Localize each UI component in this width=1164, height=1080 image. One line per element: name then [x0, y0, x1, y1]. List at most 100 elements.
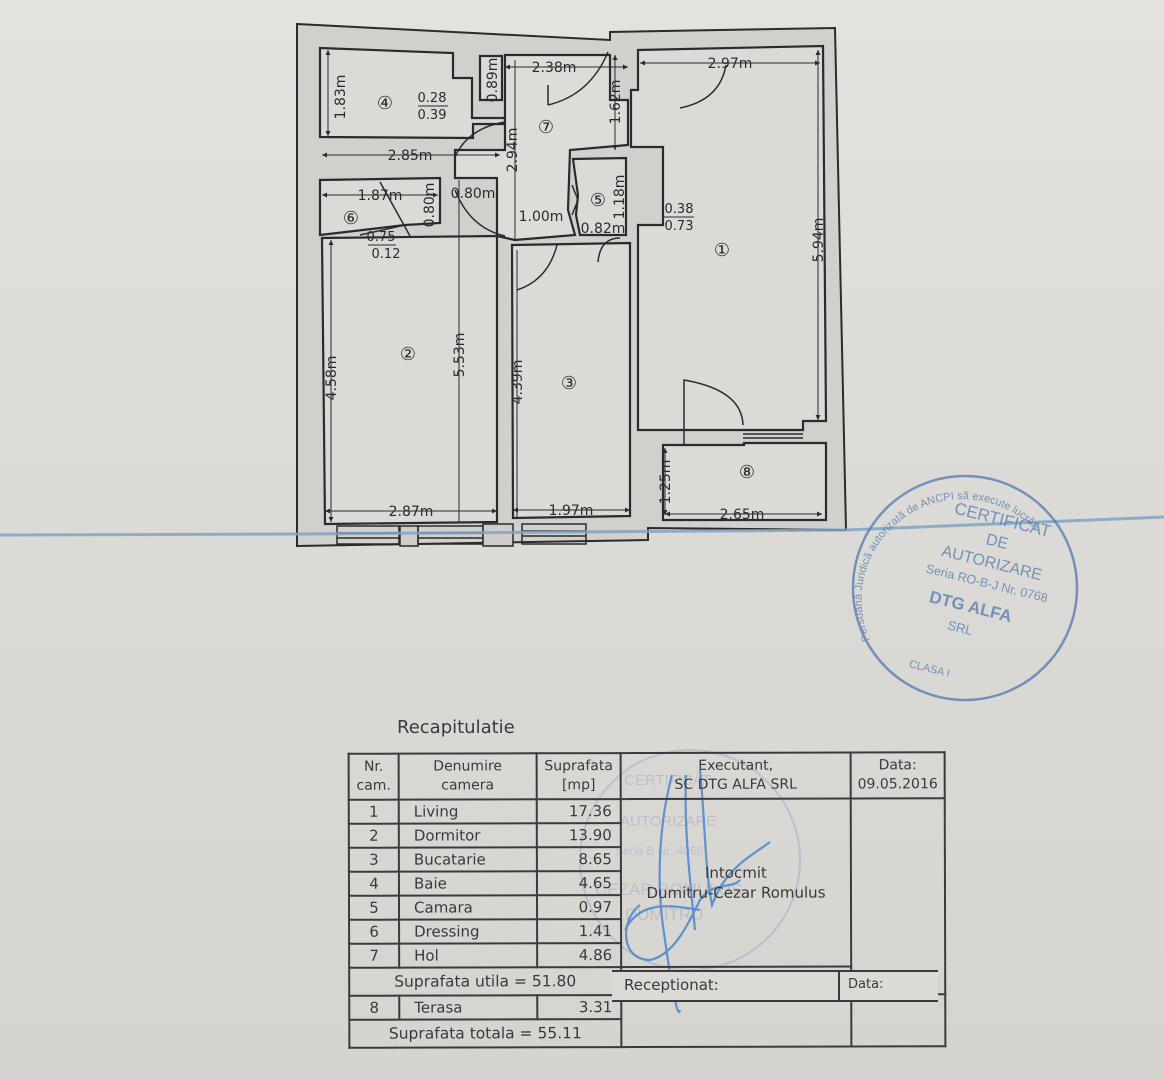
- dim-r4-height: 1.83m: [333, 75, 349, 120]
- header-nr-line1: Nr.: [363, 758, 384, 775]
- room-floors: [318, 44, 828, 526]
- recap-title: Recapitulatie: [397, 717, 515, 738]
- header-area-line2: [mp]: [561, 777, 596, 794]
- row-nr: 8: [349, 995, 400, 1020]
- room-5-camara: [571, 156, 628, 237]
- received-date-label: Data:: [848, 977, 884, 992]
- row-name: Bucatarie: [398, 847, 537, 872]
- dim-r1-width: 2.97m: [708, 56, 753, 72]
- recap-table: Nr. cam. Denumire camera Suprafata [mp] …: [348, 751, 947, 1049]
- prepared-by-cell: Intocmit Dumitru-Cezar Romulus: [620, 798, 852, 968]
- dim-r4-duct-top: 0.28: [418, 91, 447, 106]
- usable-area-total: Suprafata utila = 51.80: [349, 967, 622, 996]
- received-divider: [838, 970, 840, 1000]
- row-name: Camara: [398, 895, 538, 920]
- header-executant: Executant, SC DTG ALFA SRL: [620, 752, 851, 800]
- row-nr: 1: [348, 799, 399, 824]
- dim-r1-height: 5.94m: [811, 218, 827, 263]
- dim-r4-width: 2.85m: [388, 148, 433, 164]
- svg-text:AUTORIZARE: AUTORIZARE: [620, 813, 716, 830]
- received-date-empty-cell: [851, 994, 946, 1047]
- row-area: 17.36: [536, 799, 621, 824]
- date-empty-cell: [850, 798, 946, 995]
- row-nr: 2: [348, 823, 399, 848]
- header-date-line1: Data:: [878, 757, 917, 774]
- row-name: Dressing: [399, 919, 538, 944]
- room-marker-4: ④: [377, 93, 393, 114]
- dim-r6-door: 0.80m: [451, 186, 496, 202]
- row-name: Living: [398, 799, 537, 824]
- dim-r6-duct-bot: 0.12: [372, 247, 401, 262]
- header-name-line2: camera: [441, 777, 495, 794]
- dim-r3-width: 1.97m: [549, 503, 594, 519]
- row-name: Terasa: [399, 995, 538, 1020]
- dim-r2-height-left: 4.58m: [324, 356, 340, 401]
- dim-r8-width: 2.65m: [720, 507, 765, 523]
- dim-r2-width: 2.87m: [389, 504, 434, 520]
- stamp-line2: DE: [984, 531, 1010, 553]
- received-row: Receptionat: Data:: [612, 970, 938, 1002]
- dim-r5-h: 1.18m: [612, 175, 628, 220]
- doors: [359, 51, 803, 445]
- table-row: 1 Living 17.36 Intocmit Dumitru-Cezar Ro…: [348, 798, 946, 995]
- header-date-value: 09.05.2016: [857, 776, 938, 793]
- dim-r1-duct-top: 0.38: [665, 202, 694, 217]
- dim-r8-height: 1.25m: [658, 460, 674, 505]
- dim-r6-duct-top: 0.75: [367, 230, 396, 245]
- row-nr: 3: [348, 847, 399, 872]
- row-area: 0.97: [536, 895, 622, 920]
- room-6-dressing: [318, 176, 442, 237]
- room-3-bucatarie: [510, 241, 632, 520]
- total-area: Suprafata totala = 55.11: [349, 1019, 622, 1048]
- header-date: Data: 09.05.2016: [850, 752, 945, 799]
- room-markers: ① ② ③ ④ ⑤ ⑥ ⑦ ⑧: [343, 93, 755, 483]
- dim-r4-duct-bot: 0.39: [418, 108, 447, 123]
- header-name-line1: Denumire: [433, 758, 503, 775]
- header-exec-line1: Executant,: [698, 757, 774, 774]
- stamp-bottom: CLASA I: [908, 658, 951, 680]
- row-nr: 4: [348, 871, 399, 896]
- svg-text:CERTIFICAT: CERTIFICAT: [624, 772, 711, 789]
- room-marker-3: ③: [561, 373, 577, 394]
- row-nr: 6: [349, 919, 400, 944]
- duct-r4: [478, 54, 504, 102]
- svg-text:Seria B Nr. 4068: Seria B Nr. 4068: [615, 844, 703, 858]
- room-marker-6: ⑥: [343, 208, 359, 229]
- row-nr: 7: [349, 943, 400, 968]
- room-8-terasa: [661, 441, 828, 522]
- room-2-dormitor: [320, 234, 499, 526]
- row-name: Baie: [398, 871, 537, 896]
- header-name: Denumire camera: [398, 753, 537, 800]
- certification-stamp: Persoană Juridică autorizată de ANCPI să…: [851, 474, 1079, 702]
- row-area: 8.65: [536, 847, 621, 872]
- row-nr: 5: [348, 895, 400, 920]
- dim-r4-duct: 0.89m: [485, 58, 501, 103]
- stamp-line6: SRL: [946, 618, 974, 639]
- dim-r6-h: 0.80m: [422, 183, 438, 228]
- recap-header-row: Nr. cam. Denumire camera Suprafata [mp] …: [348, 752, 945, 800]
- dim-r2-height-right: 5.53m: [452, 333, 468, 378]
- dim-r7-gap: 1.00m: [519, 209, 564, 225]
- room-marker-8: ⑧: [739, 462, 755, 483]
- row-name: Hol: [399, 943, 538, 968]
- dimension-lines: [322, 50, 822, 522]
- row-area: 13.90: [536, 823, 621, 848]
- row-area: 4.65: [536, 871, 621, 896]
- room-marker-1: ①: [714, 240, 730, 261]
- dim-r7-len: 2.94m: [505, 128, 521, 173]
- header-exec-line2: SC DTG ALFA SRL: [674, 776, 797, 793]
- room-1-living: [629, 44, 828, 432]
- scan-line: [0, 515, 1164, 537]
- dim-r1-duct-bot: 0.73: [665, 219, 694, 234]
- row-area: 1.41: [537, 919, 622, 944]
- received-empty-cell: [621, 994, 852, 1048]
- dim-r7-door: 1.62m: [608, 80, 624, 125]
- header-area: Suprafata [mp]: [536, 753, 621, 800]
- dim-r7-width: 2.38m: [532, 60, 577, 76]
- dimension-labels: 1.83m 2.85m 0.89m 0.28 0.39 2.38m 2.94m …: [324, 56, 827, 523]
- received-label-visible: Receptionat:: [624, 976, 719, 994]
- room-marker-2: ②: [400, 344, 416, 365]
- prepared-by-name: Dumitru-Cezar Romulus: [646, 883, 826, 903]
- dim-r3-height: 4.39m: [510, 360, 526, 405]
